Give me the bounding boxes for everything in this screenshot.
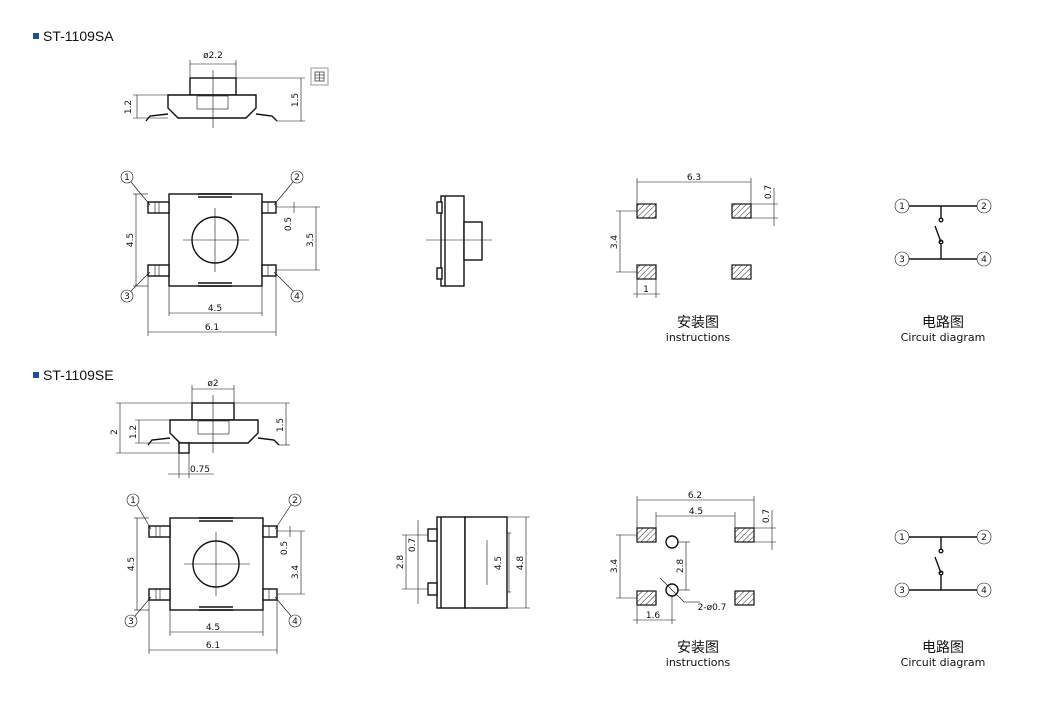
switch-body	[167, 94, 257, 119]
section-title: ST-1109SA	[43, 28, 114, 44]
dim-pad-width: 1.6	[646, 611, 661, 621]
pin-label: 1	[130, 496, 136, 506]
dim-height: 4.5	[126, 233, 136, 247]
dim-pin-pitch: 3.4	[291, 565, 301, 580]
dim-pin-gap: 0.5	[280, 541, 290, 555]
circuit-pin: 2	[981, 533, 987, 543]
title-bullet	[33, 372, 39, 378]
dim-width-inner: 4.5	[206, 623, 220, 633]
circuit-diagram: 1 2 3 4 电路图 Circuit diagram	[894, 198, 992, 344]
dim-vertical: 3.4	[610, 559, 620, 574]
dim-span: 6.2	[688, 491, 702, 501]
dim-height: 4.5	[127, 557, 137, 571]
end-view: 2.8 0.7 4.5 4.8	[396, 516, 530, 609]
top-view: 1 2 3 4 4.5 3.5 0.5 4.5 6.	[120, 170, 320, 336]
pad	[731, 203, 752, 219]
pad	[636, 203, 657, 219]
dim-diameter: ø2.2	[203, 51, 223, 61]
dim-pad-height: 0.7	[764, 185, 774, 199]
pin-label: 3	[128, 617, 134, 627]
pad	[636, 264, 657, 280]
section-title: ST-1109SE	[43, 367, 114, 383]
dim-right-height: 1.5	[276, 418, 286, 432]
dim-hole-vertical: 2.8	[676, 559, 686, 574]
pin-terminal	[261, 201, 277, 214]
mounting-subcaption: instructions	[666, 331, 731, 344]
dim-pad-width: 1	[643, 285, 649, 295]
dim-left-outer: 2	[110, 429, 120, 435]
circuit-pin: 3	[899, 255, 905, 265]
dim-end-left-outer: 2.8	[396, 555, 406, 570]
circuit-pin: 3	[899, 586, 905, 596]
circuit-pin: 4	[981, 255, 987, 265]
dim-right-height: 1.5	[291, 93, 301, 107]
dim-width-outer: 6.1	[205, 323, 219, 333]
pin-label: 2	[294, 173, 300, 183]
mounting-caption: 安装图	[677, 315, 719, 331]
pin-terminal	[261, 264, 277, 277]
mount-hole	[665, 535, 679, 549]
circuit-pin: 1	[899, 202, 905, 212]
circuit-caption: 电路图	[922, 315, 964, 331]
mounting-diagram: 6.3 0.7 3.4 1 安装图 instructions	[610, 173, 778, 344]
dim-end-left-inner: 0.7	[408, 538, 418, 552]
section-st1109se: ST-1109SE ø2 2 1.2 1.5	[33, 367, 992, 669]
side-view: ø2.2 1.2 1.5	[124, 51, 305, 128]
side-view: ø2 2 1.2 1.5 0.75	[110, 379, 290, 478]
circuit-pin: 4	[981, 586, 987, 596]
section-st1109sa: ST-1109SA ø2.2 1.2 1.5	[33, 28, 992, 344]
dim-end-outer: 4.8	[516, 556, 526, 571]
dim-width-inner: 4.5	[208, 304, 222, 314]
dim-bottom: 0.75	[190, 465, 210, 475]
dim-vertical: 3.4	[610, 235, 620, 250]
pad	[731, 264, 752, 280]
circuit-pin: 1	[899, 533, 905, 543]
mounting-diagram: 6.2 4.5 0.7 3.4 2.8 2-ø0.7 1.6 安装图	[610, 491, 776, 669]
dim-pin-pitch: 3.5	[306, 233, 316, 247]
pin-label: 4	[294, 292, 300, 302]
pin-terminal	[147, 201, 170, 214]
mounting-caption: 安装图	[677, 640, 719, 656]
pin-label: 1	[124, 173, 130, 183]
pin-terminal	[147, 264, 170, 277]
pin-label: 2	[292, 496, 298, 506]
circuit-caption: 电路图	[922, 640, 964, 656]
dim-left-height: 1.2	[129, 425, 139, 439]
dim-hole: 2-ø0.7	[698, 603, 727, 613]
end-view	[426, 195, 492, 287]
pin-label: 4	[292, 617, 298, 627]
dim-inner-span: 4.5	[689, 507, 703, 517]
dim-pin-gap: 0.5	[284, 217, 294, 231]
dim-width-outer: 6.1	[206, 641, 220, 651]
dim-left-height: 1.2	[124, 100, 134, 114]
circuit-pin: 2	[981, 202, 987, 212]
table-icon[interactable]	[310, 67, 329, 86]
dim-pad-height: 0.7	[762, 509, 772, 523]
pin-label: 3	[124, 292, 130, 302]
dim-diameter: ø2	[207, 379, 218, 389]
circuit-subcaption: Circuit diagram	[901, 656, 986, 669]
dim-end-inner: 4.5	[494, 556, 504, 570]
title-bullet	[33, 33, 39, 39]
mounting-subcaption: instructions	[666, 656, 731, 669]
dim-span: 6.3	[687, 173, 701, 183]
circuit-subcaption: Circuit diagram	[901, 331, 986, 344]
top-view: 1 2 3 4 4.5 3.4 0.5 4.5 6.1	[124, 493, 305, 654]
circuit-diagram: 1 2 3 4 电路图 Circuit diagram	[894, 529, 992, 669]
